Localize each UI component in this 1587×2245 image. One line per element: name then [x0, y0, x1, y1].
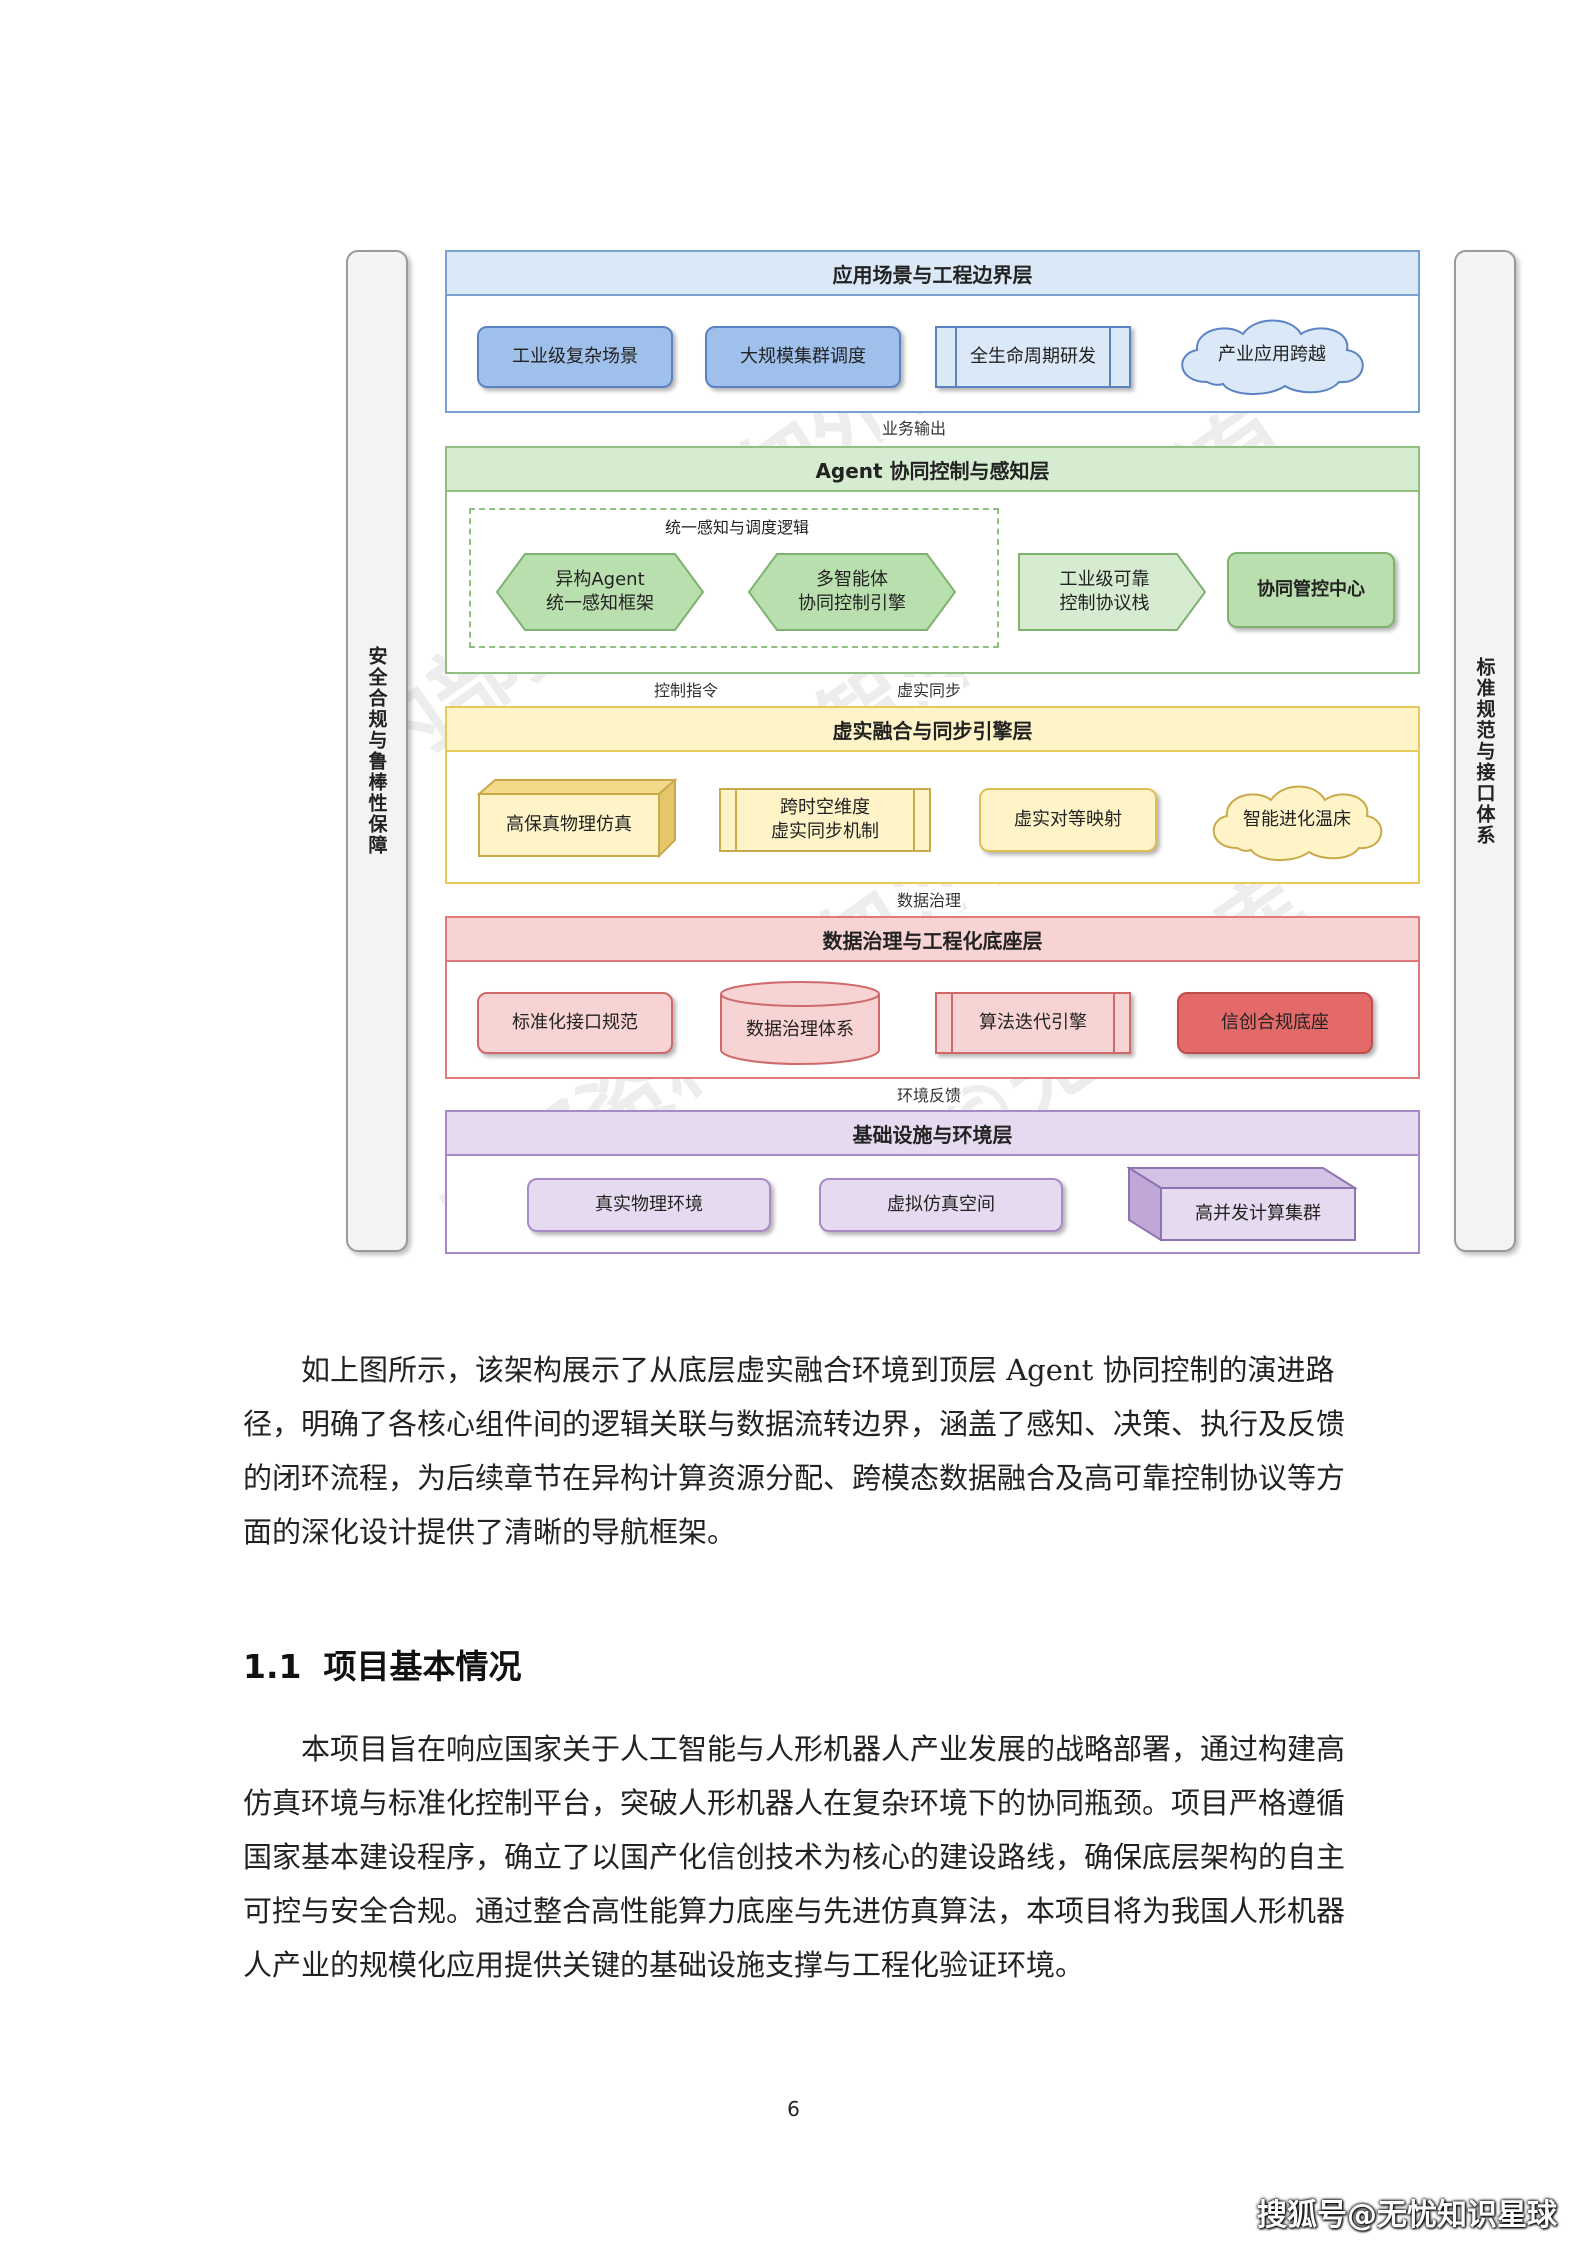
- paragraph-text: 本项目旨在响应国家关于人工智能与人形机器人产业发展的战略部署，通过构建高仿真环境…: [243, 1732, 1346, 1982]
- connector-label: 业务输出: [880, 415, 949, 439]
- layer-infra: 基础设施与环境层 真实物理环境 虚拟仿真空间 高并发计算集群: [445, 1110, 1420, 1254]
- section-title: 项目基本情况: [323, 1647, 522, 1686]
- layer-data: 数据治理与工程化底座层 标准化接口规范 数据治理体系 算法迭代引擎 信创合规底座: [445, 916, 1420, 1079]
- connector-label: 控制指令: [652, 677, 721, 701]
- component-label: 高保真物理仿真: [506, 814, 632, 835]
- left-side-bar-label: 安全合规与鲁棒性保障: [365, 646, 388, 856]
- component-box: 全生命周期研发: [935, 326, 1131, 388]
- component-label: 产业应用跨越: [1218, 344, 1326, 365]
- component-box: 高并发计算集群: [1127, 1166, 1357, 1242]
- left-side-bar: 安全合规与鲁棒性保障: [346, 250, 408, 1252]
- component-box: 工业级可靠 控制协议栈: [1017, 552, 1207, 632]
- component-box: 标准化接口规范: [477, 992, 673, 1054]
- component-box: 多智能体 协同控制引擎: [747, 552, 957, 632]
- layer-agent: Agent 协同控制与感知层 统一感知与调度逻辑 异构Agent 统一感知框架 …: [445, 446, 1420, 674]
- connector-label: 虚实同步: [895, 677, 964, 701]
- group-label: 统一感知与调度逻辑: [607, 516, 867, 540]
- component-box: 大规模集群调度: [705, 326, 901, 388]
- section-heading: 1.1 项目基本情况: [243, 1640, 543, 1688]
- layer-title: 基础设施与环境层: [447, 1112, 1418, 1156]
- component-label: 跨时空维度 虚实同步机制: [771, 797, 879, 842]
- component-label: 全生命周期研发: [970, 346, 1096, 367]
- paragraph-text: 如上图所示，该架构展示了从底层虚实融合环境到顶层 Agent 协同控制的演进路径…: [243, 1353, 1346, 1549]
- component-label: 异构Agent 统一感知框架: [546, 569, 654, 614]
- layer-title: 应用场景与工程边界层: [447, 252, 1418, 296]
- component-box: 异构Agent 统一感知框架: [495, 552, 705, 632]
- component-label: 多智能体 协同控制引擎: [798, 569, 906, 614]
- layer-title: 虚实融合与同步引擎层: [447, 708, 1418, 752]
- component-label: 智能进化温床: [1243, 809, 1351, 830]
- component-label: 算法迭代引擎: [979, 1012, 1087, 1033]
- page-number: 6: [787, 2097, 800, 2121]
- component-box: 虚拟仿真空间: [819, 1178, 1063, 1232]
- right-side-bar: 标准规范与接口体系: [1454, 250, 1516, 1252]
- body-paragraph: 本项目旨在响应国家关于人工智能与人形机器人产业发展的战略部署，通过构建高仿真环境…: [243, 1722, 1363, 1992]
- connector-label: 环境反馈: [895, 1082, 964, 1106]
- component-box: 跨时空维度 虚实同步机制: [719, 788, 931, 852]
- cloud-shape: 智能进化温床: [1199, 776, 1395, 864]
- layer-sync: 虚实融合与同步引擎层 高保真物理仿真 跨时空维度 虚实同步机制 虚实对等映射 智…: [445, 706, 1420, 884]
- layer-application: 应用场景与工程边界层 工业级复杂场景 大规模集群调度 全生命周期研发 产业应用跨…: [445, 250, 1420, 413]
- right-side-bar-label: 标准规范与接口体系: [1473, 656, 1496, 846]
- section-number: 1.1: [243, 1647, 302, 1686]
- layer-title: 数据治理与工程化底座层: [447, 918, 1418, 962]
- component-label: 工业级可靠 控制协议栈: [1059, 569, 1150, 614]
- component-box: 高保真物理仿真: [477, 778, 677, 858]
- cloud-shape: 产业应用跨越: [1167, 312, 1377, 398]
- component-box: 算法迭代引擎: [935, 992, 1131, 1054]
- component-label: 高并发计算集群: [1195, 1203, 1321, 1224]
- perception-group: [469, 508, 999, 648]
- layer-title: Agent 协同控制与感知层: [447, 448, 1418, 492]
- component-box: 真实物理环境: [527, 1178, 771, 1232]
- component-box: 工业级复杂场景: [477, 326, 673, 388]
- component-box: 信创合规底座: [1177, 992, 1373, 1054]
- connector-label: 数据治理: [895, 887, 964, 911]
- footer-watermark: 搜狐号@无忧知识星球: [1257, 2198, 1557, 2233]
- component-box: 虚实对等映射: [979, 788, 1157, 852]
- body-paragraph: 如上图所示，该架构展示了从底层虚实融合环境到顶层 Agent 协同控制的演进路径…: [243, 1343, 1363, 1559]
- component-label: 数据治理体系: [746, 1019, 854, 1040]
- component-box: 协同管控中心: [1227, 552, 1395, 628]
- component-box: 数据治理体系: [719, 980, 881, 1066]
